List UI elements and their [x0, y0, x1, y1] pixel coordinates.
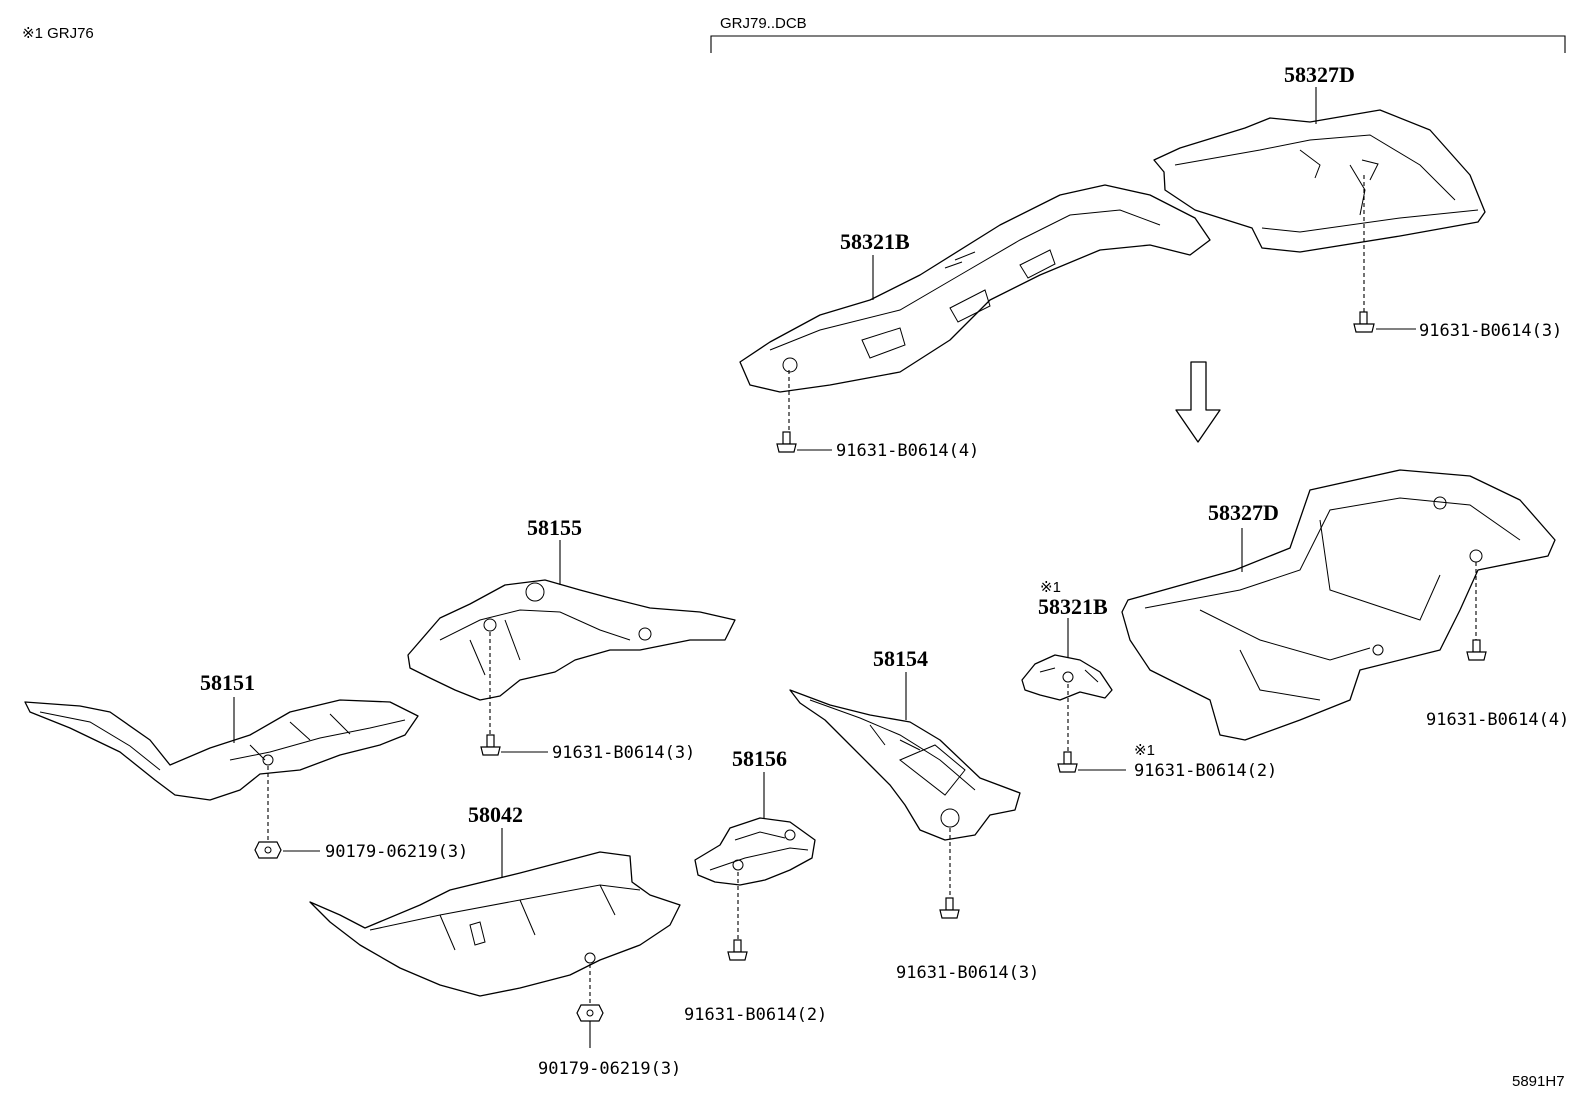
bolt-icon: [1057, 751, 1078, 773]
fastener-label-58155: 91631-B0614(3): [552, 743, 695, 763]
fastener-label-58154: 91631-B0614(3): [896, 963, 1039, 983]
part-58327D-lower[interactable]: [1121, 469, 1556, 741]
bolt-icon: [776, 431, 797, 453]
part-58042[interactable]: [309, 851, 681, 997]
fastener-label-58151: 90179-06219(3): [325, 842, 468, 862]
ref-mark-fastener-58321B: ※1: [1134, 742, 1155, 759]
label-58151: 58151: [200, 670, 255, 695]
nut-icon: [254, 841, 282, 859]
fastener-label-top-left: 91631-B0614(4): [836, 441, 979, 461]
scope-bracket: [710, 35, 1566, 53]
bracket-label: GRJ79..DCB: [720, 15, 807, 32]
bolt-icon: [727, 939, 748, 961]
label-58042: 58042: [468, 802, 523, 827]
fastener-label-top-right: 91631-B0614(3): [1419, 321, 1562, 341]
label-58155: 58155: [527, 515, 582, 540]
part-58156[interactable]: [694, 817, 816, 886]
label-58327D-upper: 58327D: [1284, 62, 1355, 87]
diagram-code: 5891H7: [1512, 1073, 1565, 1090]
bolt-icon: [1353, 311, 1375, 333]
label-58327D-lower: 58327D: [1208, 500, 1279, 525]
bolt-icon: [939, 897, 960, 919]
part-58151[interactable]: [24, 699, 419, 801]
down-arrow-icon: [1175, 361, 1221, 443]
label-58321B-lower: 58321B: [1038, 594, 1108, 619]
model-note: ※1 GRJ76: [22, 25, 94, 42]
label-58154: 58154: [873, 646, 928, 671]
bolt-icon: [1466, 639, 1487, 661]
ref-mark-58321B: ※1: [1040, 579, 1061, 596]
label-58156: 58156: [732, 746, 787, 771]
part-58321B-lower[interactable]: [1021, 654, 1113, 701]
fastener-label-58042: 90179-06219(3): [538, 1059, 681, 1079]
fastener-label-58327D-lower: 91631-B0614(4): [1426, 710, 1569, 730]
nut-icon: [576, 1004, 604, 1022]
part-58154[interactable]: [789, 689, 1021, 841]
part-58155[interactable]: [407, 579, 736, 701]
fastener-label-58321B: 91631-B0614(2): [1134, 761, 1277, 781]
part-58321B-upper[interactable]: [739, 184, 1211, 393]
part-58327D-upper[interactable]: [1153, 109, 1486, 253]
label-58321B-upper: 58321B: [840, 229, 910, 254]
fastener-label-58156: 91631-B0614(2): [684, 1005, 827, 1025]
bolt-icon: [480, 734, 501, 756]
